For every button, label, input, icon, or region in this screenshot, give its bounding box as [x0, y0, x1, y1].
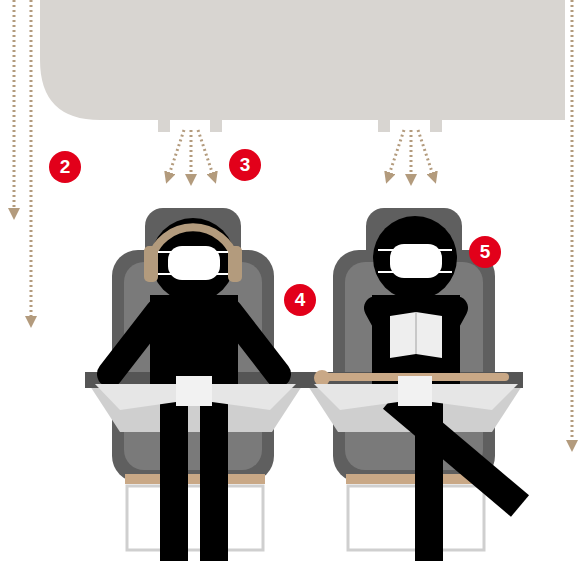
- illustration-part: [314, 370, 330, 386]
- illustration-part: [212, 384, 296, 410]
- illustration-part: [30, 0, 33, 322]
- illustration-part: [390, 312, 442, 358]
- illustration-part: [95, 384, 176, 410]
- illustration-part: [40, 0, 565, 120]
- airflow-arrow: [14, 0, 572, 446]
- illustration-part: [198, 130, 214, 178]
- illustration-part: [151, 218, 235, 302]
- illustration-part: [398, 376, 432, 406]
- illustration-part: [228, 246, 242, 282]
- illustration-part: [168, 130, 184, 178]
- overhead-bin: [40, 0, 565, 132]
- illustration-part: [314, 384, 398, 410]
- seat: [85, 208, 523, 550]
- seat-belt: [95, 376, 518, 410]
- illustration-part: [373, 216, 457, 300]
- illustration-part: [418, 130, 434, 178]
- illustration-part: [415, 312, 417, 354]
- illustration-part: [168, 246, 220, 280]
- callout-number: 5: [469, 236, 501, 268]
- callout-number: 3: [229, 149, 261, 181]
- illustration-part: [144, 246, 158, 282]
- callout-number: 4: [284, 284, 316, 316]
- illustration-part: [110, 312, 278, 374]
- illustration-part: [392, 398, 520, 506]
- illustration-part: [190, 130, 193, 180]
- illustration-part: [13, 0, 16, 214]
- callout-number: 2: [49, 151, 81, 183]
- illustration-part: [176, 376, 212, 406]
- illustration-part: [125, 474, 265, 484]
- illustration-part: [432, 384, 518, 410]
- passenger-right: [314, 216, 520, 561]
- illustration-part: [160, 385, 188, 561]
- illustration-part: [410, 130, 413, 180]
- illustration-part: [390, 244, 442, 278]
- illustration-part: [571, 0, 574, 446]
- illustration-part: [430, 116, 442, 132]
- illustration-part: [158, 116, 170, 132]
- illustration-part: [127, 486, 263, 550]
- illustration-part: [210, 116, 222, 132]
- illustration-part: [200, 385, 228, 561]
- illustration-part: [388, 130, 404, 178]
- illustration-part: [378, 116, 390, 132]
